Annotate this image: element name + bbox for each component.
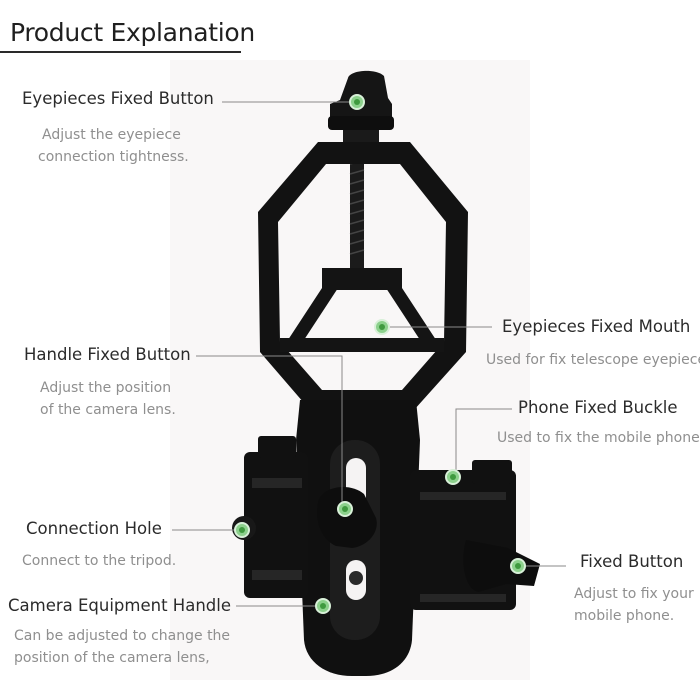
label-fixed-button: Fixed Button [580, 552, 684, 571]
title-underline [0, 51, 241, 53]
page-title: Product Explanation [10, 18, 255, 47]
desc-eyepieces-fixed-mouth: Used for fix telescope eyepiece. [486, 352, 700, 368]
desc-fixed-button-1: Adjust to fix your [574, 586, 694, 602]
desc-handle-fixed-button-2: of the camera lens. [40, 402, 176, 418]
label-phone-fixed-buckle: Phone Fixed Buckle [518, 398, 678, 417]
callout-markers [234, 94, 526, 614]
desc-fixed-button-2: mobile phone. [574, 608, 675, 624]
desc-handle-fixed-button-1: Adjust the position [40, 380, 172, 396]
phone-fixed-knob [463, 540, 540, 592]
eyepiece-clamp [280, 268, 444, 352]
eyepiece-knob [328, 70, 394, 142]
label-connection-hole: Connection Hole [26, 519, 162, 538]
desc-camera-equipment-handle-1: Can be adjusted to change the [14, 628, 231, 644]
desc-eyepieces-fixed-button-1: Adjust the eyepiece [42, 127, 181, 143]
label-eyepieces-fixed-button: Eyepieces Fixed Button [22, 89, 214, 108]
desc-eyepieces-fixed-button-2: connection tightness. [38, 149, 189, 165]
label-eyepieces-fixed-mouth: Eyepieces Fixed Mouth [502, 317, 691, 336]
label-handle-fixed-button: Handle Fixed Button [24, 345, 191, 364]
desc-connection-hole: Connect to the tripod. [22, 553, 177, 569]
handle-knob [316, 487, 377, 548]
desc-phone-fixed-buckle: Used to fix the mobile phone. [497, 430, 700, 446]
label-camera-equipment-handle: Camera Equipment Handle [8, 596, 231, 615]
right-phone-clamp [410, 460, 516, 610]
desc-camera-equipment-handle-2: position of the camera lens, [14, 650, 210, 666]
left-phone-clamp [244, 436, 308, 598]
